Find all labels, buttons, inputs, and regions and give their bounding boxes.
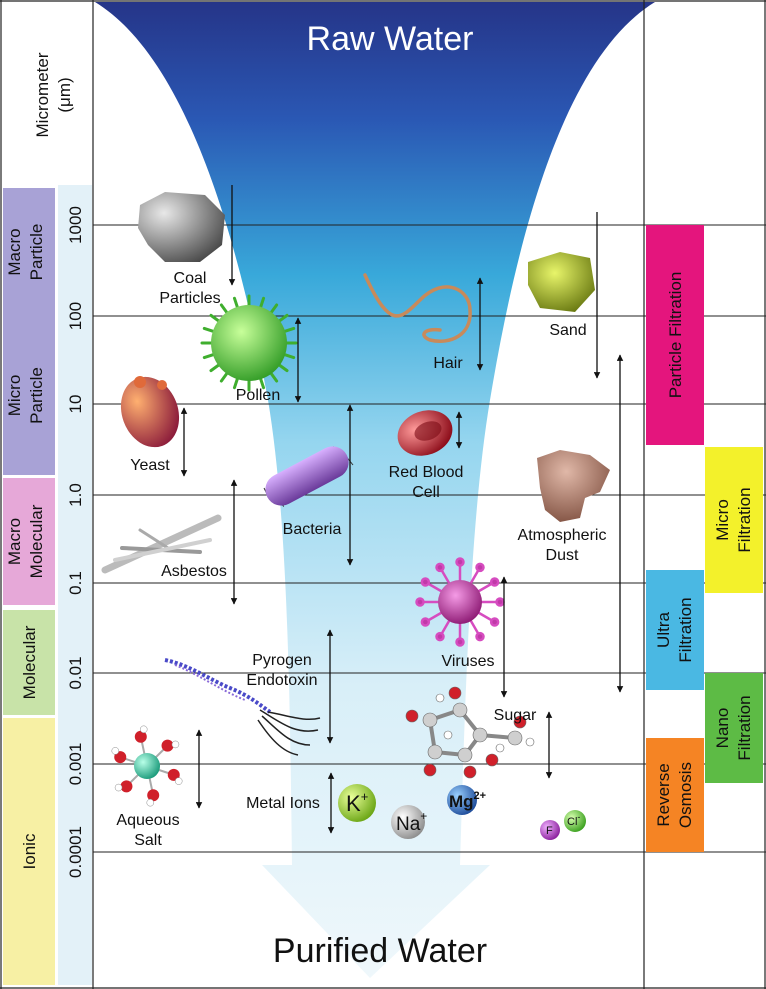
filtration-label: Nano [713, 708, 732, 749]
item-label-sugar: Sugar [494, 707, 537, 724]
yeast-image [120, 376, 180, 448]
tick-label: 0.0001 [66, 826, 85, 878]
size-class-label: Molecular [27, 504, 46, 578]
filtration-label: Micro [713, 499, 732, 541]
pollen-image [200, 294, 298, 392]
size-class-label: Ionic [20, 833, 39, 869]
filtration-band [705, 673, 763, 783]
item-label-bacteria: Bacteria [283, 521, 342, 538]
tick-labels: 1000 100 10 1.0 0.1 0.01 0.001 0.0001 [66, 206, 85, 878]
filtration-label: Particle Filtration [666, 272, 685, 399]
size-class-label: Macro [5, 228, 24, 275]
size-class-band [3, 610, 55, 715]
pyrogen-endotoxin-image [164, 658, 321, 756]
virus-image [415, 557, 505, 647]
size-class-band [3, 718, 55, 985]
red-blood-cell-image [397, 410, 453, 456]
tick-label: 100 [66, 302, 85, 330]
item-label-hair: Hair [433, 355, 463, 372]
fluoride-ion-sphere [540, 820, 560, 840]
filtration-band [646, 738, 704, 852]
asbestos-image [101, 514, 222, 574]
tick-label: 1.0 [66, 483, 85, 507]
item-label-sand: Sand [549, 322, 586, 339]
item-label-asbestos: Asbestos [161, 563, 227, 580]
size-class-label: Micro [5, 375, 24, 417]
tick-label: 1000 [66, 206, 85, 244]
atmospheric-dust-image [537, 450, 610, 522]
item-label-metal-ions: Metal Ions [246, 795, 320, 812]
tick-label: 10 [66, 395, 85, 414]
coal-particle-image [138, 192, 225, 262]
tick-label: 0.001 [66, 743, 85, 786]
item-label-yeast: Yeast [130, 457, 170, 474]
ion-mg: Mg2+ [449, 790, 486, 811]
axis-unit: (μm) [55, 77, 74, 112]
water-funnel [95, 2, 655, 978]
potassium-ion-sphere [338, 784, 376, 822]
item-label-viruses: Viruses [441, 653, 494, 670]
filtration-band [646, 570, 704, 690]
tick-label: 0.01 [66, 656, 85, 689]
purified-water-title: Purified Water [273, 932, 487, 970]
filtration-band [705, 447, 763, 593]
size-class-band [3, 188, 55, 316]
bacteria-image [263, 446, 354, 507]
axis-title: Micrometer [33, 52, 52, 137]
sodium-ion-sphere [391, 805, 425, 839]
size-class-label: Particle [27, 224, 46, 281]
raw-water-title: Raw Water [307, 20, 474, 58]
magnesium-ion-sphere [447, 785, 477, 815]
filtration-label: Filtration [735, 695, 754, 760]
ion-k: K+ [346, 789, 368, 816]
ion-f: F [546, 825, 553, 837]
sugar-molecule-image [405, 686, 535, 779]
filtration-label: Filtration [735, 487, 754, 552]
size-class-label: Particle [27, 367, 46, 424]
size-class-band [3, 316, 55, 475]
sand-image [528, 252, 595, 312]
hair-image [363, 273, 472, 343]
ion-na: Na+ [396, 809, 427, 835]
filtration-band [646, 225, 704, 445]
filtration-label: Reverse [654, 763, 673, 826]
filtration-label: Filtration [676, 597, 695, 662]
size-class-label: Macro [5, 518, 24, 565]
size-class-label: Molecular [20, 625, 39, 699]
filtration-label: Osmosis [676, 762, 695, 828]
item-label-pollen: Pollen [236, 387, 280, 404]
size-class-band [3, 478, 55, 605]
filtration-label: Ultra [654, 612, 673, 648]
axis-strip [58, 185, 92, 985]
ion-cl: Cl- [567, 812, 580, 828]
aqueous-salt-image [111, 725, 183, 807]
chloride-ion-sphere [564, 810, 586, 832]
tick-label: 0.1 [66, 571, 85, 595]
